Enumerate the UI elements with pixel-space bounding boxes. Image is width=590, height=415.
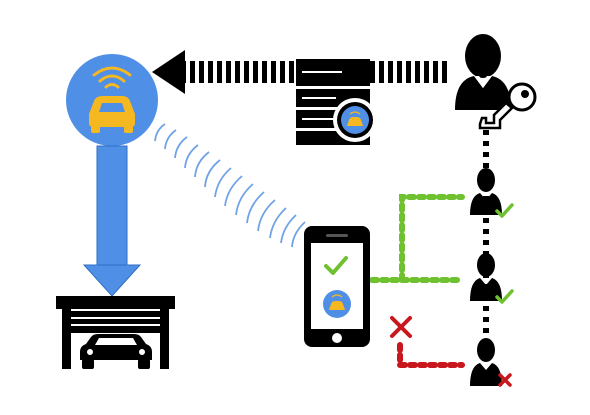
- signal-waves: [154, 123, 306, 248]
- key-icon: [478, 82, 537, 130]
- car-app-icon: [323, 290, 351, 318]
- owner-icon: [455, 34, 537, 130]
- server-icon: [296, 59, 377, 145]
- wifi-icon: [92, 66, 132, 89]
- shared-user-1: [470, 168, 514, 218]
- garage-icon: [56, 296, 175, 369]
- cross-icon: [498, 373, 512, 387]
- smartphone: [304, 226, 370, 347]
- shared-user-2: [470, 253, 514, 304]
- cross-icon: [390, 316, 412, 338]
- check-icon: [495, 289, 514, 304]
- check-icon: [324, 256, 348, 275]
- shared-user-3: [470, 338, 512, 387]
- connected-car: [66, 54, 158, 146]
- car-to-garage-arrow: [82, 145, 142, 297]
- denied-path: [390, 316, 465, 368]
- check-icon: [495, 203, 514, 218]
- granted-paths: [369, 194, 465, 283]
- car-icon: [89, 96, 135, 133]
